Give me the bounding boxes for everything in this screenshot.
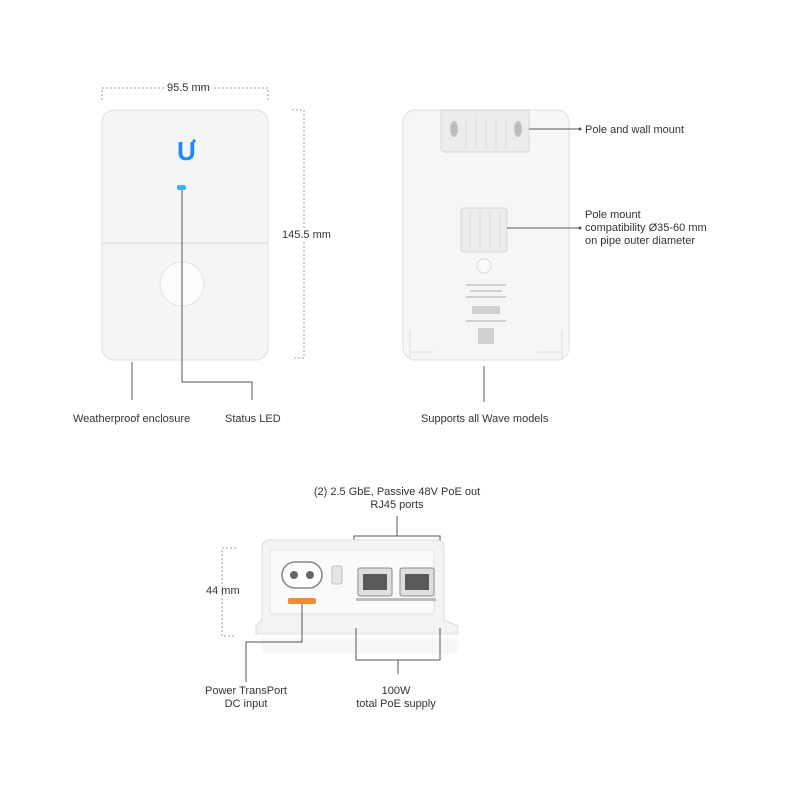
- front-enclosure: [101, 109, 269, 361]
- port-view: [221, 516, 459, 682]
- wall-mount-bracket: [440, 109, 530, 153]
- ubiquiti-logo: U: [177, 136, 196, 166]
- keyhole-right: [514, 121, 522, 137]
- dc-pin-left: [290, 571, 298, 579]
- bracket-ribs: [465, 118, 507, 148]
- pole-mount-screw: [476, 258, 492, 274]
- port-height-label: 44 mm: [206, 585, 240, 597]
- regulatory-label: [466, 284, 506, 344]
- port-ledge: [356, 598, 436, 601]
- dc-input-label-1: Power TransPort: [205, 685, 287, 697]
- reset-switch: [331, 565, 343, 585]
- port-height-dimension: [221, 547, 236, 637]
- rj45-label-1: (2) 2.5 GbE, Passive 48V PoE out: [313, 486, 481, 498]
- dc-badge: [288, 598, 316, 604]
- reflection: [262, 638, 458, 654]
- dc-input-label-2: DC input: [224, 698, 268, 710]
- enclosure-label: Weatherproof enclosure: [73, 413, 191, 425]
- pole-wall-mount-label: Pole and wall mount: [585, 124, 685, 136]
- pole-mount-label-3: on pipe outer diameter: [585, 235, 696, 247]
- dc-input-port: [281, 561, 323, 589]
- logo-dot: [192, 139, 196, 143]
- rj45-port-2-jack: [405, 574, 429, 590]
- pole-mount-label-2: compatibility Ø35-60 mm: [585, 222, 707, 234]
- front-view: U: [101, 87, 305, 400]
- poe-supply-label-2: total PoE supply: [356, 698, 436, 710]
- poe-callout-line: [355, 628, 441, 674]
- led-callout-line: [181, 190, 253, 400]
- pole-callout-dot: [578, 226, 582, 230]
- pole-mount-bracket: [460, 207, 508, 253]
- width-dimension-label: 95.5 mm: [165, 81, 212, 95]
- keyhole-left: [450, 121, 458, 137]
- wave-models-label: Supports all Wave models: [421, 413, 549, 425]
- pole-mount-ribs: [469, 212, 501, 248]
- width-dimension-line: [101, 87, 269, 100]
- status-led-label: Status LED: [225, 413, 281, 425]
- pole-mount-label-1: Pole mount: [585, 209, 641, 221]
- dc-callout-line: [245, 604, 303, 682]
- back-view: [402, 109, 582, 402]
- poe-supply-label-1: 100W: [381, 685, 411, 697]
- rj45-port-1-jack: [363, 574, 387, 590]
- rj45-label-2: RJ45 ports: [370, 499, 424, 511]
- status-led: [177, 185, 186, 190]
- mount-callout-dot: [578, 127, 582, 131]
- dc-pin-right: [306, 571, 314, 579]
- height-dimension-label: 145.5 mm: [282, 228, 331, 242]
- back-feet: [409, 330, 563, 358]
